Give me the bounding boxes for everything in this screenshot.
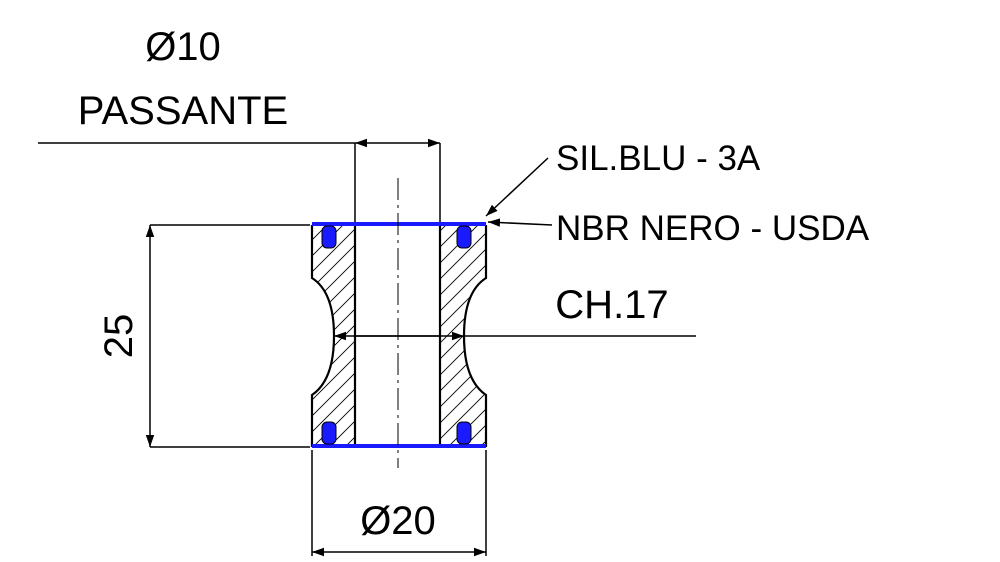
hatch-line [444, 225, 486, 447]
hatch-line [312, 225, 355, 447]
hatch-line [440, 225, 468, 447]
seal-2-label: NBR NERO - USDA [556, 209, 870, 248]
seal-bottom-right [456, 421, 472, 445]
hatch-line [358, 220, 588, 450]
hatch-line [312, 225, 355, 447]
outer-diameter-dimension [311, 450, 487, 557]
hatch-line [312, 225, 355, 447]
hatch-line [205, 220, 435, 450]
hatch-line [312, 225, 355, 447]
outer-diameter-label: Ø20 [360, 499, 436, 543]
hatch-line [460, 225, 486, 447]
hatch-line [440, 225, 486, 447]
hatch-line [312, 225, 355, 447]
bore-diameter-label: Ø10 [145, 25, 221, 69]
bottom-seal-strip [312, 444, 486, 448]
seal-top-left [321, 225, 337, 249]
seals [312, 222, 486, 448]
wrench-size-label: CH.17 [555, 283, 668, 327]
hatch-line [312, 225, 355, 447]
hatch-line [440, 225, 484, 447]
hatch-line [476, 225, 486, 447]
height-label: 25 [97, 314, 141, 359]
hatch-line [312, 225, 355, 447]
hatch-line [440, 225, 486, 447]
bore-note-label: PASSANTE [78, 89, 288, 133]
hatch-line [493, 220, 723, 450]
hatch-line [440, 225, 486, 447]
hatch-line [312, 225, 349, 447]
seal-top-right [456, 225, 472, 249]
hatch-line [440, 225, 486, 447]
hatch-line [440, 225, 486, 447]
hatch-line [341, 225, 355, 447]
hatch-line [440, 225, 486, 447]
hatch-line [440, 225, 486, 447]
hatch-line [312, 225, 355, 447]
seal-bottom-left [321, 421, 337, 445]
seal-1-label: SIL.BLU - 3A [556, 139, 761, 178]
hatch-line [440, 225, 452, 447]
hatch-line [312, 225, 355, 447]
hatch-line [440, 225, 486, 447]
seal-leaders [485, 157, 553, 227]
top-seal-strip [312, 222, 486, 226]
height-dimension [145, 224, 310, 448]
section-hatch-left [312, 220, 588, 450]
bore-dimension [38, 138, 441, 222]
